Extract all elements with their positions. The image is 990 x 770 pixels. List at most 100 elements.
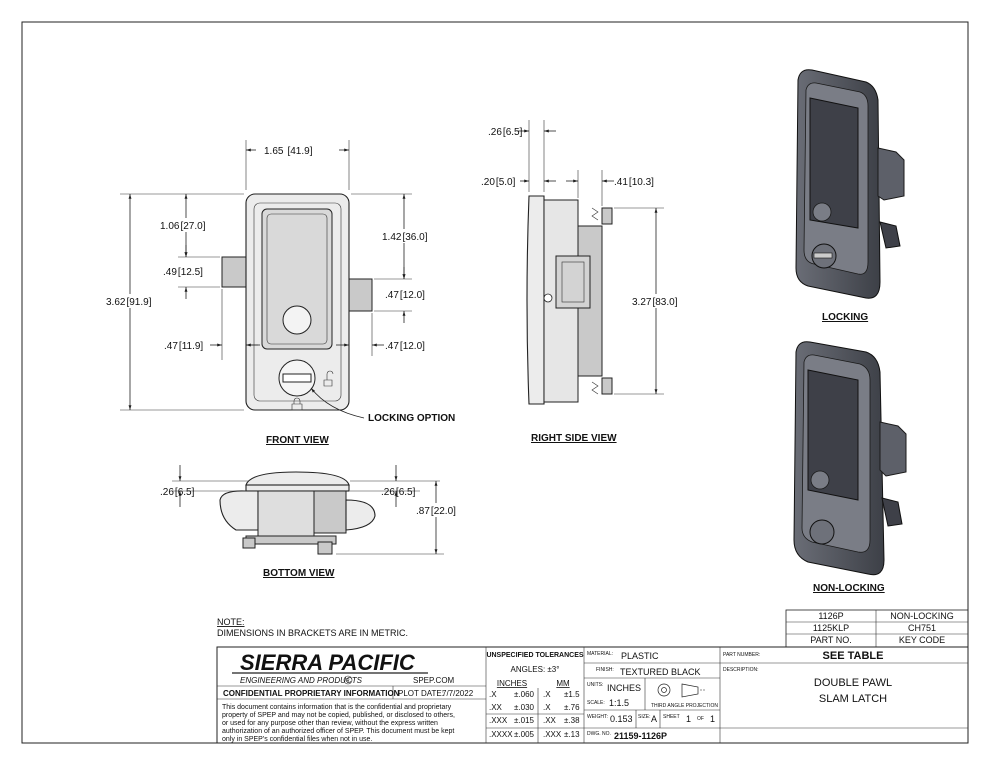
part-table-header-part: PART NO.	[810, 635, 852, 645]
left-pawl	[221, 256, 249, 288]
confidential-label: CONFIDENTIAL PROPRIETARY INFORMATION	[223, 689, 400, 698]
units-label: UNITS:	[587, 682, 603, 688]
dim-side-flange: .20[5.0]	[481, 177, 516, 188]
iso-locking-pawl	[877, 147, 905, 201]
dim-bottom-depth: .87[22.0]	[416, 506, 456, 517]
title-block: SIERRA PACIFIC ENGINEERING AND PRODUCTS …	[216, 646, 969, 744]
svg-text:±.030: ±.030	[514, 703, 535, 712]
key-slot	[282, 373, 312, 383]
description-label: DESCRIPTION:	[723, 667, 759, 673]
projection-symbol	[657, 683, 706, 698]
disclaimer-line-1: This document contains information that …	[222, 704, 452, 711]
iso-locking-view: LOCKING	[795, 69, 905, 323]
unlock-icon	[323, 370, 334, 387]
side-screw-top	[601, 207, 613, 225]
tolerance-row-4: .XXXX ±.005 .XXX ±.13	[489, 730, 580, 739]
bottom-bezel	[245, 471, 350, 486]
of-label: OF	[697, 716, 704, 722]
dim-side-depth-top: .26[6.5]	[488, 127, 523, 138]
svg-text:±.13: ±.13	[564, 730, 580, 739]
finish-value: TEXTURED BLACK	[620, 667, 701, 677]
sheet-value: 1	[686, 714, 691, 724]
bottom-view: .26[6.5] .26[6.5] .87[22.0] BOTTOM VIEW	[160, 465, 460, 579]
right-pawl	[347, 278, 373, 312]
units-value: INCHES	[607, 683, 641, 693]
dim-right-pawl: .47[12.0]	[385, 290, 425, 301]
dwg-label: DWG. NO.	[587, 731, 611, 737]
right-side-view-label: RIGHT SIDE VIEW	[531, 433, 617, 444]
dim-bottom-right: .26[6.5]	[381, 487, 416, 498]
note-text: DIMENSIONS IN BRACKETS ARE IN METRIC.	[217, 628, 408, 638]
scale-label: SCALE:	[587, 700, 605, 706]
svg-text:±.005: ±.005	[514, 730, 535, 739]
bottom-view-label: BOTTOM VIEW	[263, 568, 335, 579]
sheets-value: 1	[710, 714, 715, 724]
company-name: SIERRA PACIFIC	[240, 650, 416, 675]
front-view-label: FRONT VIEW	[266, 435, 329, 446]
material-value: PLASTIC	[621, 651, 659, 661]
svg-text:±.76: ±.76	[564, 703, 580, 712]
part-table-row1-key: NON-LOCKING	[890, 611, 954, 621]
weight-label: WEIGHT:	[587, 714, 608, 720]
tolerance-row-3: .XXX ±.015 .XX ±.38	[489, 716, 580, 725]
material-label: MATERIAL:	[587, 651, 613, 657]
dim-overall-height: 3.62[91.9]	[106, 297, 152, 308]
tolerances-angles: ANGLES: ±3°	[511, 665, 560, 674]
part-table-header-key: KEY CODE	[899, 635, 945, 645]
description-line-2: SLAM LATCH	[819, 693, 887, 705]
tolerances-inches-header: INCHES	[497, 679, 527, 688]
scale-value: 1:1.5	[609, 698, 629, 708]
iso-nonlocking-handle	[807, 369, 859, 501]
svg-text:.X: .X	[543, 690, 551, 699]
dim-pawl-gap: .49[12.5]	[163, 267, 203, 278]
part-table-row1-part: 1126P	[818, 611, 843, 621]
note-title: NOTE:	[217, 617, 245, 627]
disclaimer-line-5: only in SPEP's confidential files when n…	[222, 736, 372, 743]
front-view: 1.65[41.9] 3.62[91.9] 1.06[27.0] .49[12.…	[104, 140, 455, 446]
side-pivot	[543, 293, 553, 303]
dim-right-upper: 1.42[36.0]	[382, 232, 428, 243]
part-number-value: SEE TABLE	[823, 650, 884, 662]
finish-label: FINISH:	[596, 667, 614, 673]
side-bezel	[526, 195, 545, 405]
iso-locking-handle	[809, 97, 859, 229]
side-screw-bottom	[601, 377, 613, 395]
dwg-number: 21159-1126P	[614, 731, 667, 741]
handle-recess	[282, 305, 312, 335]
locking-option-callout: LOCKING OPTION	[368, 413, 455, 424]
dim-side-pawl: .41[10.3]	[614, 177, 654, 188]
trigger-handle	[261, 208, 333, 350]
dim-top-to-handle: 1.06[27.0]	[160, 221, 206, 232]
dim-width: 1.65[41.9]	[264, 146, 313, 157]
svg-text:.XX: .XX	[543, 716, 557, 725]
iso-nonlocking-view: NON-LOCKING	[793, 341, 907, 594]
svg-text:±1.5: ±1.5	[564, 690, 580, 699]
trigger-handle-inner	[266, 213, 328, 345]
part-number-label: PART NUMBER:	[723, 652, 760, 658]
iso-nonlocking-pawl	[879, 421, 907, 477]
svg-text:.X: .X	[489, 690, 497, 699]
size-label: SIZE:	[638, 714, 651, 720]
weight-value: 0.153	[610, 714, 633, 724]
side-pawl	[555, 255, 591, 309]
projection-label: THIRD ANGLE PROJECTION	[651, 703, 718, 709]
svg-text:.XXX: .XXX	[543, 730, 562, 739]
part-table: 1126P NON-LOCKING 1125KLP CH751 PART NO.…	[785, 609, 969, 648]
svg-text:.XXXX: .XXXX	[489, 730, 513, 739]
disclaimer-line-4: authorization of an authorized officer o…	[222, 728, 454, 735]
svg-text:±.015: ±.015	[514, 716, 535, 725]
bottom-screw	[317, 541, 333, 555]
company-website: SPEP.COM	[413, 676, 455, 685]
description-line-1: DOUBLE PAWL	[814, 677, 892, 689]
bottom-right-pawl	[313, 490, 347, 534]
part-table-row2-part: 1125KLP	[813, 623, 849, 633]
plot-date: 7/7/2022	[442, 689, 474, 698]
tolerance-row-1: .X ±.060 .X ±1.5	[489, 690, 580, 699]
size-value: A	[651, 714, 657, 724]
svg-text:.X: .X	[543, 703, 551, 712]
disclaimer-line-3: or used for any purpose other than revie…	[222, 720, 438, 727]
registered-mark: R	[346, 678, 350, 684]
dim-left-offset: .47[11.9]	[164, 341, 203, 352]
